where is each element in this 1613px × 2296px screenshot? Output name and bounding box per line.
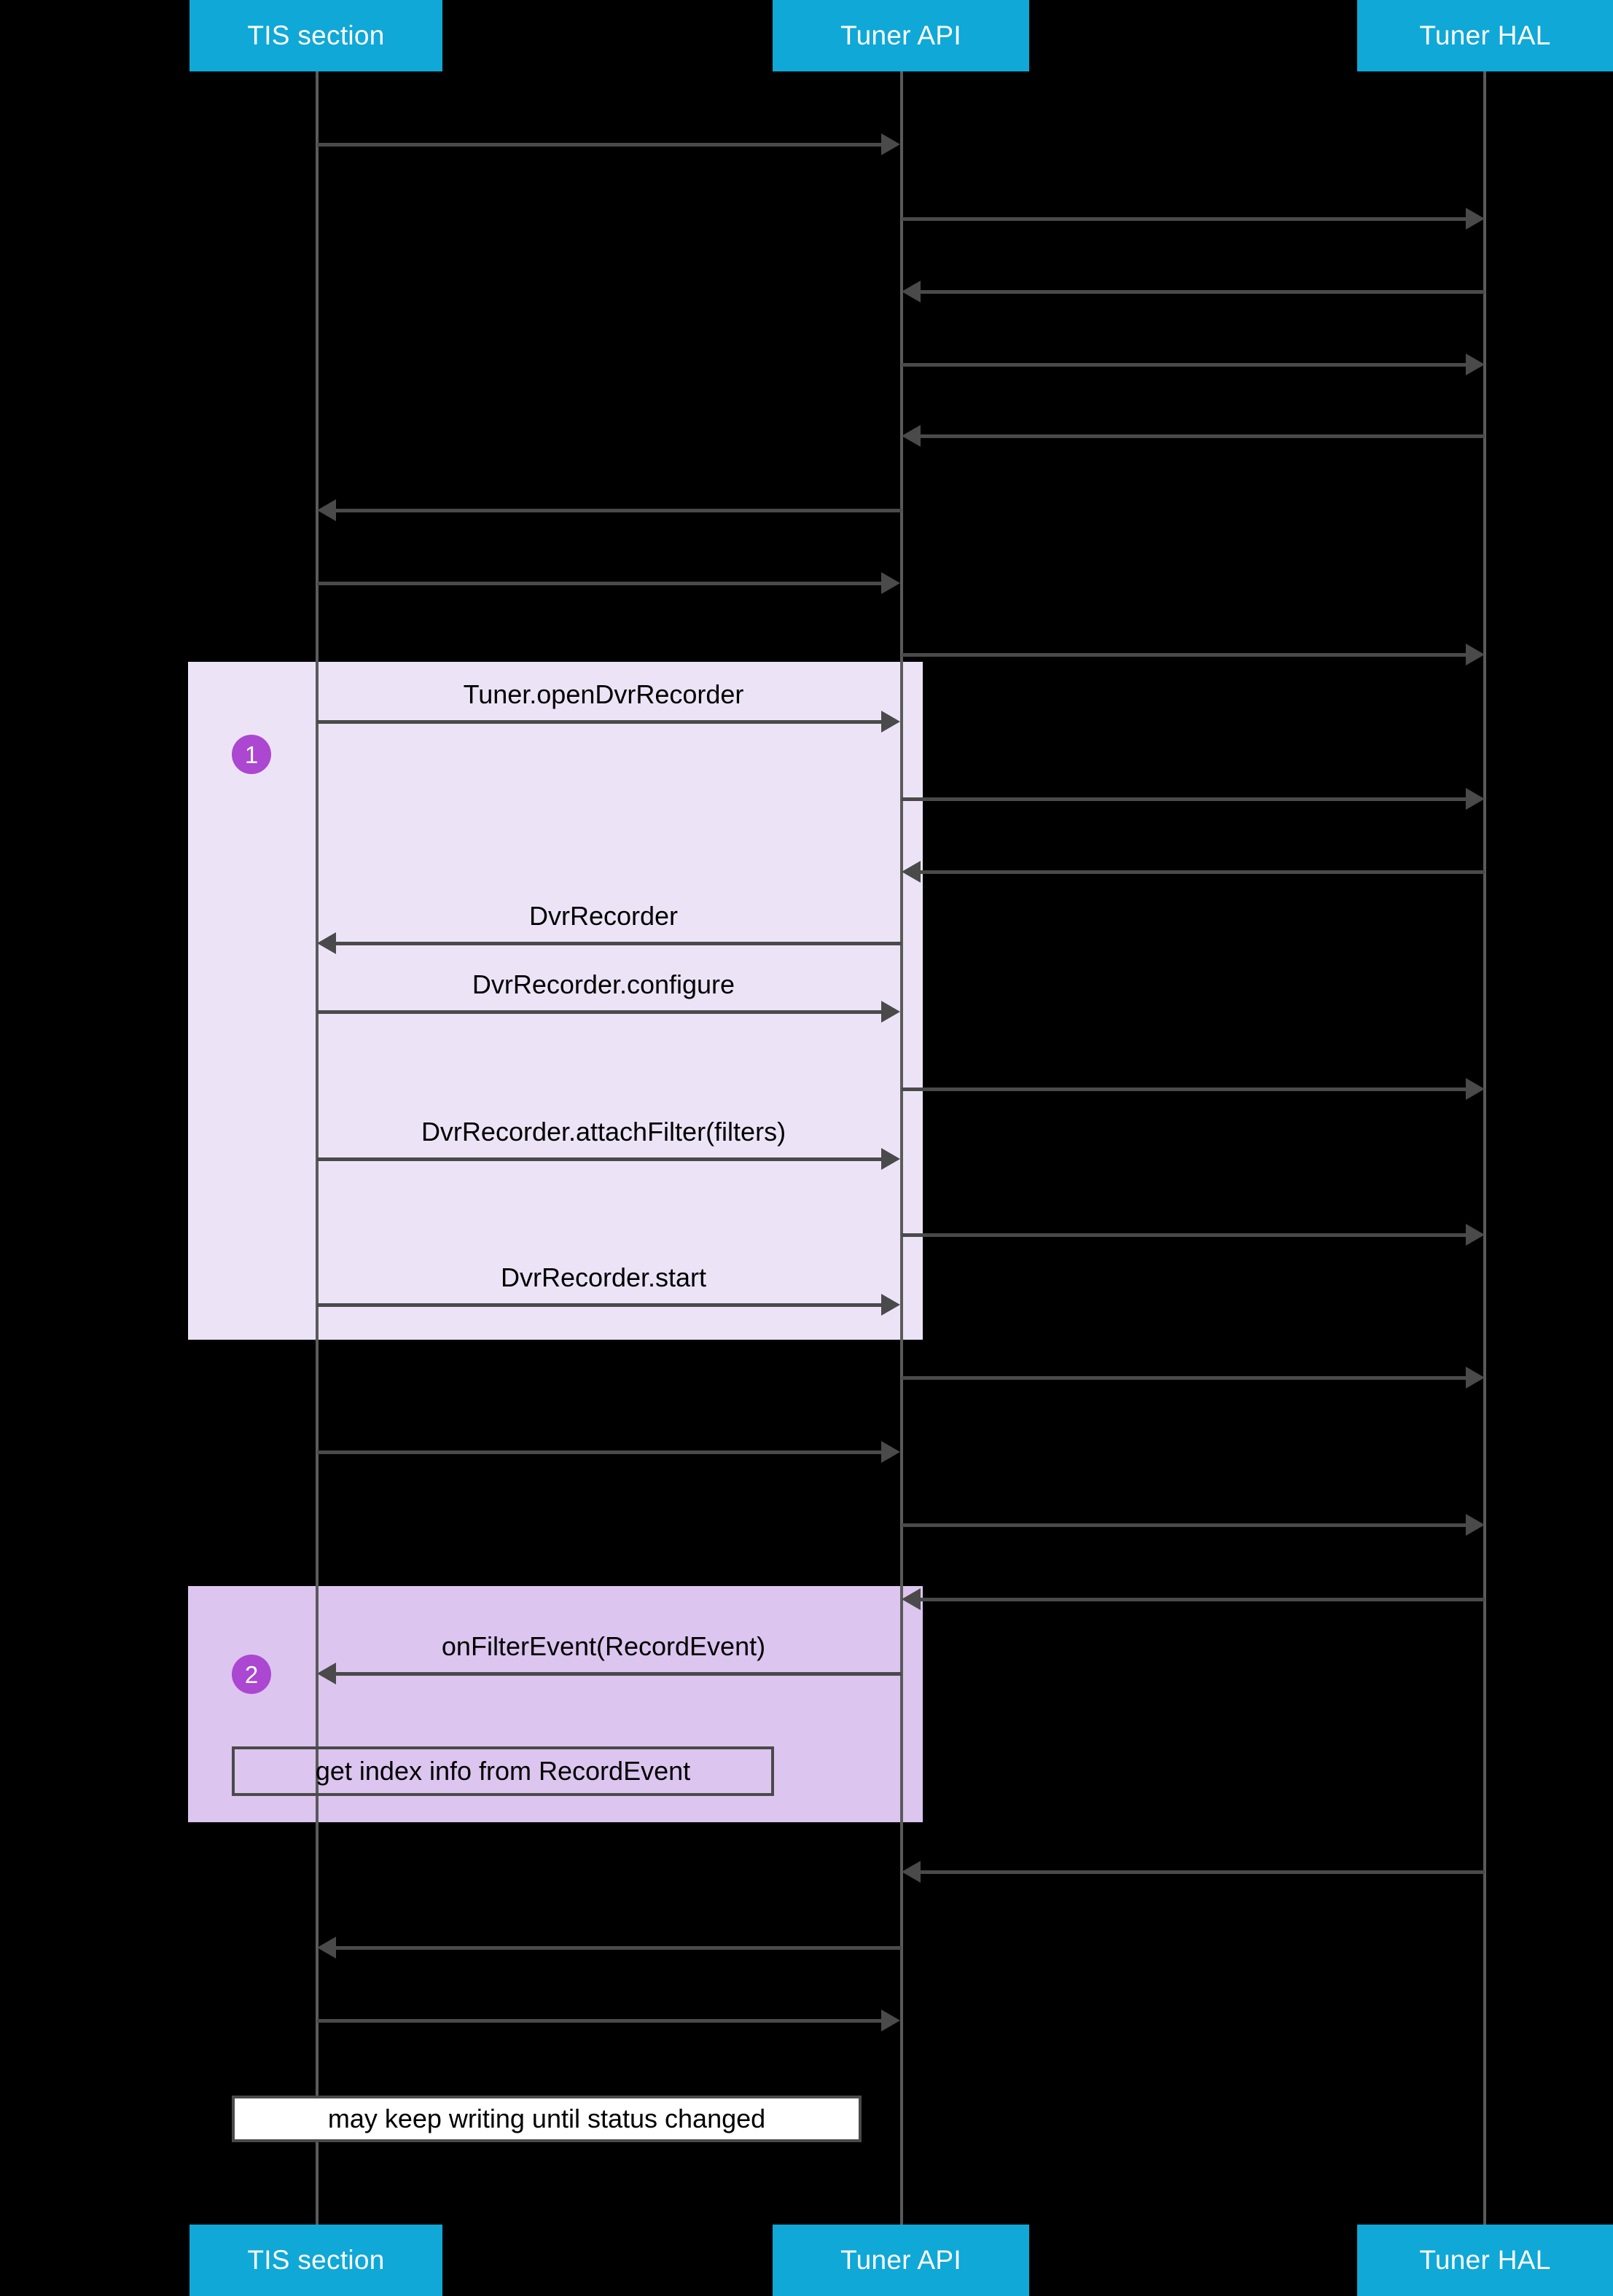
message-arrowhead-m2	[1466, 208, 1485, 230]
participant-footer-tuner-api[interactable]: Tuner API	[773, 2225, 1029, 2296]
message-arrowhead-m19	[881, 1441, 900, 1463]
message-arrowhead-m24	[317, 1937, 336, 1959]
message-arrow-m14	[902, 1088, 1475, 1091]
message-arrow-m13	[317, 1010, 890, 1014]
lifeline-tuner-api	[900, 71, 903, 2225]
message-arrowhead-m17	[881, 1294, 900, 1316]
message-label-m12: DvrRecorder	[528, 901, 679, 931]
message-arrow-m23	[910, 1870, 1485, 1874]
note-get-index-info: get index info from RecordEvent	[232, 1746, 774, 1796]
message-arrowhead-m10	[1466, 788, 1485, 810]
message-arrow-m16	[902, 1233, 1475, 1237]
message-arrowhead-m14	[1466, 1078, 1485, 1100]
message-arrowhead-m25	[881, 2010, 900, 2031]
message-arrow-m1	[317, 143, 890, 147]
message-arrow-m18	[902, 1376, 1475, 1380]
message-arrowhead-m12	[317, 932, 336, 954]
message-label-m22: onFilterEvent(RecordEvent)	[441, 1631, 766, 1661]
message-arrow-m22	[326, 1672, 902, 1676]
message-arrowhead-m20	[1466, 1514, 1485, 1536]
message-arrowhead-m9	[881, 711, 900, 733]
fragment-badge-1: 1	[232, 735, 271, 774]
message-arrowhead-m18	[1466, 1367, 1485, 1389]
participant-footer-tis-section[interactable]: TIS section	[190, 2225, 442, 2296]
message-arrow-m21	[910, 1598, 1485, 1601]
participant-header-tuner-hal[interactable]: Tuner HAL	[1357, 0, 1613, 71]
message-arrow-m8	[902, 653, 1475, 657]
message-arrow-m3	[910, 290, 1485, 294]
fragment-badge-2: 2	[232, 1655, 271, 1694]
message-arrow-m17	[317, 1303, 890, 1307]
message-arrowhead-m7	[881, 572, 900, 594]
fragment-2	[188, 1586, 923, 1822]
message-label-m13: DvrRecorder.configure	[472, 969, 735, 999]
message-arrow-m6	[326, 509, 902, 512]
message-arrow-m2	[902, 217, 1475, 221]
message-arrowhead-m21	[902, 1588, 921, 1610]
message-arrow-m9	[317, 720, 890, 724]
lifeline-tis-section	[316, 71, 319, 2225]
message-arrow-m11	[910, 870, 1485, 874]
message-arrow-m5	[910, 434, 1485, 438]
message-label-m17: DvrRecorder.start	[500, 1262, 707, 1292]
message-arrow-m4	[902, 363, 1475, 367]
message-arrowhead-m6	[317, 499, 336, 521]
fragment-1	[188, 662, 923, 1340]
message-arrowhead-m1	[881, 133, 900, 155]
participant-header-tis-section[interactable]: TIS section	[190, 0, 442, 71]
message-arrowhead-m16	[1466, 1224, 1485, 1246]
lifeline-tuner-hal	[1483, 71, 1486, 2225]
message-arrow-m20	[902, 1523, 1475, 1527]
message-arrowhead-m4	[1466, 354, 1485, 375]
message-arrow-m15	[317, 1157, 890, 1161]
message-arrow-m12	[326, 942, 902, 945]
message-arrow-m10	[902, 797, 1475, 801]
participant-header-tuner-api[interactable]: Tuner API	[773, 0, 1029, 71]
message-arrowhead-m23	[902, 1861, 921, 1883]
message-label-m9: Tuner.openDvrRecorder	[463, 679, 744, 709]
message-arrowhead-m22	[317, 1663, 336, 1684]
message-arrow-m25	[317, 2019, 890, 2023]
note-may-keep-writing: may keep writing until status changed	[232, 2096, 862, 2142]
message-arrow-m19	[317, 1450, 890, 1454]
message-arrowhead-m13	[881, 1001, 900, 1023]
message-arrow-m24	[326, 1946, 902, 1950]
participant-footer-tuner-hal[interactable]: Tuner HAL	[1357, 2225, 1613, 2296]
message-arrowhead-m15	[881, 1148, 900, 1170]
message-arrowhead-m11	[902, 861, 921, 883]
message-label-m15: DvrRecorder.attachFilter(filters)	[421, 1117, 786, 1147]
message-arrow-m7	[317, 582, 890, 585]
message-arrowhead-m3	[902, 281, 921, 302]
message-arrowhead-m8	[1466, 644, 1485, 665]
message-arrowhead-m5	[902, 425, 921, 447]
